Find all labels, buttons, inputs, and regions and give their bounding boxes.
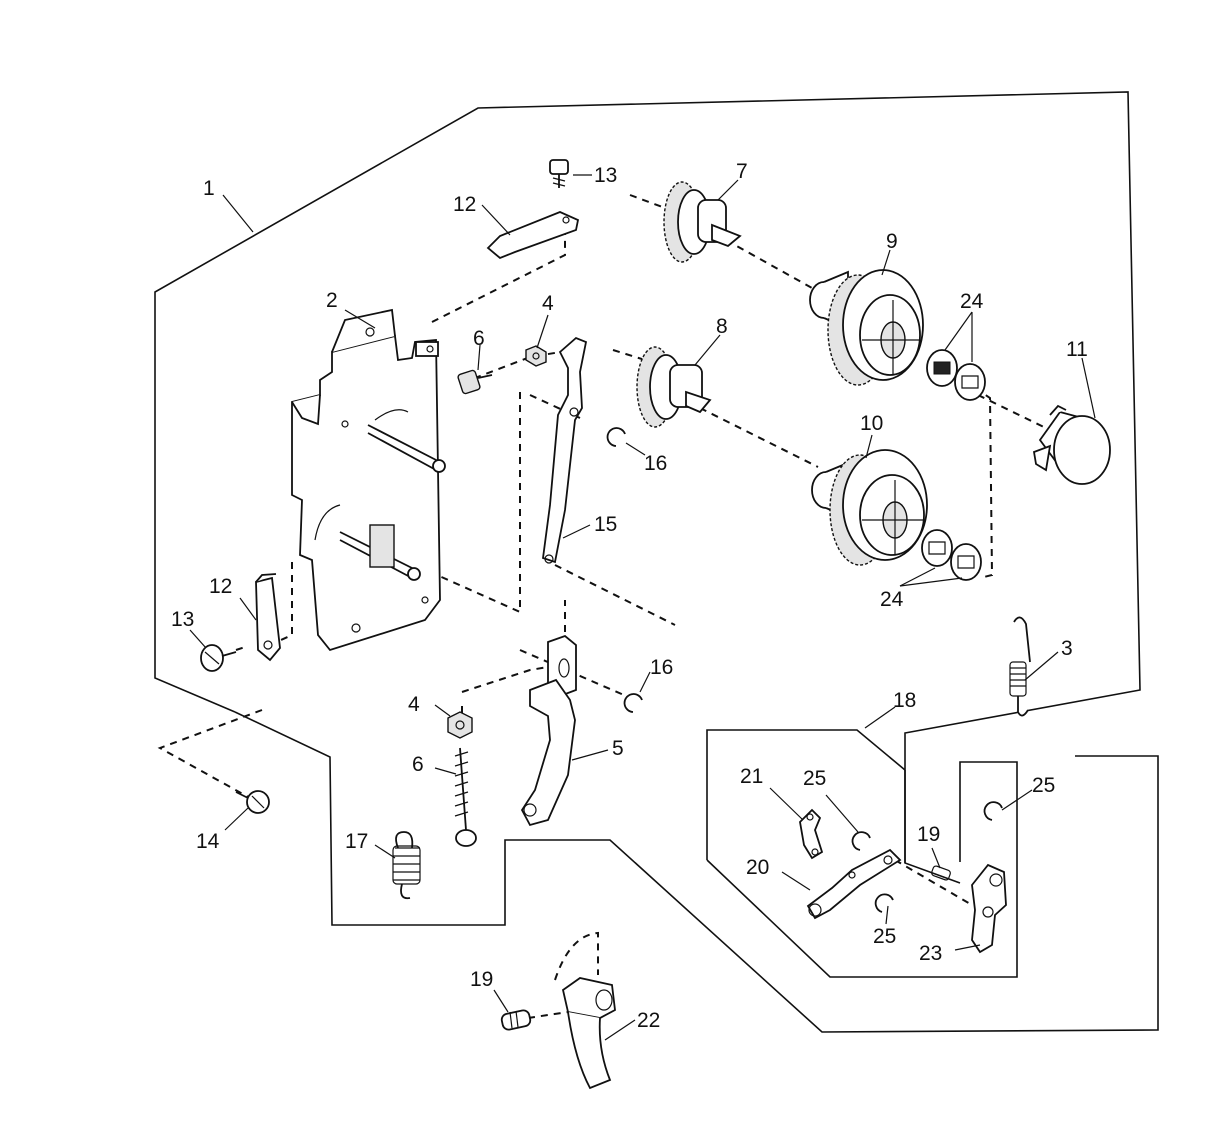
callout-25-b: 25: [873, 925, 896, 948]
callout-17: 17: [345, 830, 368, 853]
latch-23: [971, 863, 1007, 954]
plate-20: [806, 848, 902, 920]
callout-13-upper: 13: [594, 164, 617, 187]
callout-16-lower: 16: [650, 656, 673, 679]
pedal-arm-22: [561, 977, 616, 1090]
callout-7: 7: [736, 160, 748, 183]
callout-22: 22: [637, 1009, 660, 1032]
tension-spring-17: [392, 831, 421, 900]
callout-18: 18: [893, 689, 916, 712]
screw-6-lower: [454, 747, 477, 847]
callout-9: 9: [886, 230, 898, 253]
washers-24-lower: [921, 529, 982, 581]
callout-3: 3: [1061, 637, 1073, 660]
callout-24-lower: 24: [880, 588, 904, 611]
callout-13-lower: 13: [171, 608, 194, 631]
lower-lever: [520, 634, 577, 827]
group-18-boundary: [706, 729, 1018, 978]
callout-23: 23: [919, 942, 942, 965]
callout-10: 10: [860, 412, 883, 435]
callout-14: 14: [196, 830, 220, 853]
spring-bracket-upper: [486, 211, 580, 260]
pin-19-small: [931, 865, 951, 881]
lever-arm: [542, 336, 588, 564]
screw-upper: [549, 159, 569, 188]
callout-24-upper: 24: [960, 290, 984, 313]
callout-6-upper: 6: [473, 327, 485, 350]
knob-9: [809, 269, 924, 386]
callout-25-c: 25: [1032, 774, 1055, 797]
screw-6-upper: [457, 369, 493, 395]
nut-4-lower: [447, 711, 473, 739]
callout-1: 1: [203, 177, 215, 200]
clip-16-upper: [606, 427, 626, 447]
callout-12-upper: 12: [453, 193, 476, 216]
gear-8: [636, 346, 712, 428]
clip-25-b: [874, 893, 894, 913]
callout-15: 15: [594, 513, 617, 536]
clip-16-lower: [623, 693, 643, 713]
callout-20: 20: [746, 856, 769, 879]
tension-spring-3: [1009, 616, 1031, 717]
spring-bracket-lower: [255, 573, 281, 662]
callout-19: 19: [470, 968, 493, 991]
screw-lower: [200, 644, 237, 672]
nut-4-upper: [525, 345, 547, 367]
side-frame-plate: [291, 308, 446, 652]
callout-2: 2: [326, 289, 338, 312]
callout-21: 21: [740, 765, 763, 788]
callout-6-lower: 6: [412, 753, 424, 776]
screw-14: [235, 790, 270, 814]
callout-16-upper: 16: [644, 452, 667, 475]
end-cap-11: [1032, 404, 1111, 485]
washers-24-upper: [926, 349, 986, 401]
link-21: [799, 808, 824, 860]
leader-lines: [189, 174, 1096, 1041]
callout-8: 8: [716, 315, 728, 338]
callout-4-lower: 4: [408, 693, 420, 716]
callout-25-a: 25: [803, 767, 826, 790]
callout-4-upper: 4: [542, 292, 554, 315]
callout-5: 5: [612, 737, 624, 760]
knob-10: [811, 449, 928, 566]
clip-25-a: [851, 831, 871, 851]
pin-19: [500, 1009, 532, 1031]
group-1-boundary: [154, 91, 1159, 1033]
clip-25-c: [983, 801, 1003, 821]
callout-labels: 1 2 13 12 7 9 24 11 4 6 8 10 16 15 24 12…: [171, 160, 1088, 1032]
callout-12-lower: 12: [209, 575, 232, 598]
callout-19-small: 19: [917, 823, 940, 846]
callout-11: 11: [1066, 338, 1088, 361]
gear-7: [663, 181, 742, 263]
